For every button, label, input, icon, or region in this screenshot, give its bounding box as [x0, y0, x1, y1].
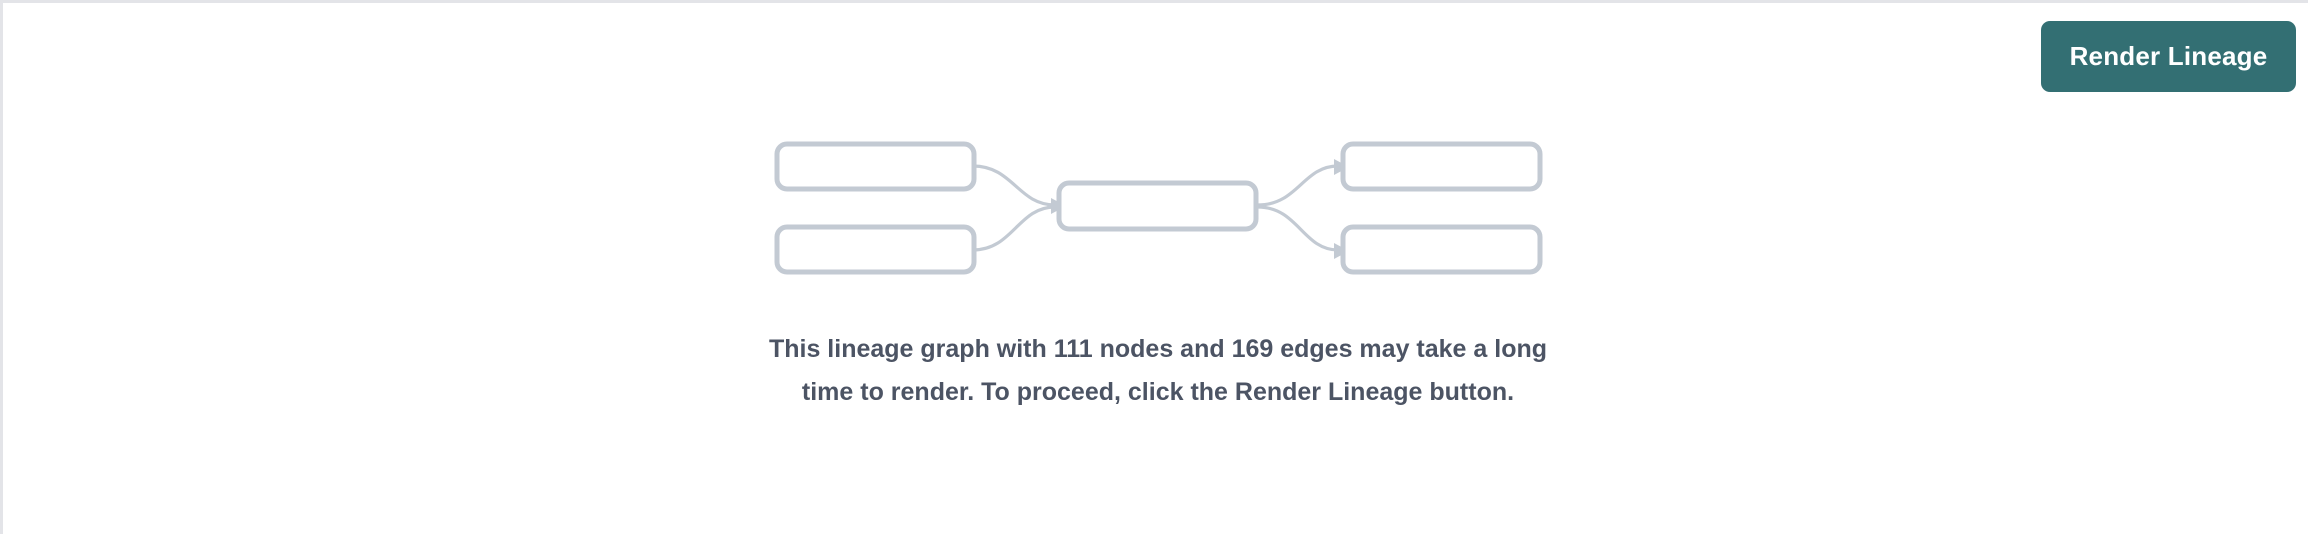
render-lineage-button[interactable]: Render Lineage	[2041, 21, 2296, 92]
edge-center-to-downstream-1	[1257, 164, 1339, 207]
edge-center-to-downstream-2	[1257, 205, 1339, 252]
arrowhead-into-downstream-2	[1334, 243, 1349, 259]
arrowhead-into-downstream-1	[1334, 159, 1349, 175]
placeholder-node-downstream-1	[1340, 141, 1543, 192]
placeholder-node-downstream-2	[1340, 224, 1543, 275]
placeholder-node-upstream-1	[774, 141, 977, 192]
lineage-warning-message: This lineage graph with 111 nodes and 16…	[768, 335, 1548, 406]
lineage-placeholder-graphic	[3, 3, 2308, 534]
placeholder-node-upstream-2	[774, 224, 977, 275]
arrowhead-into-center	[1051, 198, 1066, 214]
placeholder-graph-svg	[774, 141, 1543, 275]
edge-upstream-2-to-center	[972, 205, 1056, 252]
edge-upstream-1-to-center	[972, 164, 1056, 207]
placeholder-node-center	[1056, 180, 1259, 232]
